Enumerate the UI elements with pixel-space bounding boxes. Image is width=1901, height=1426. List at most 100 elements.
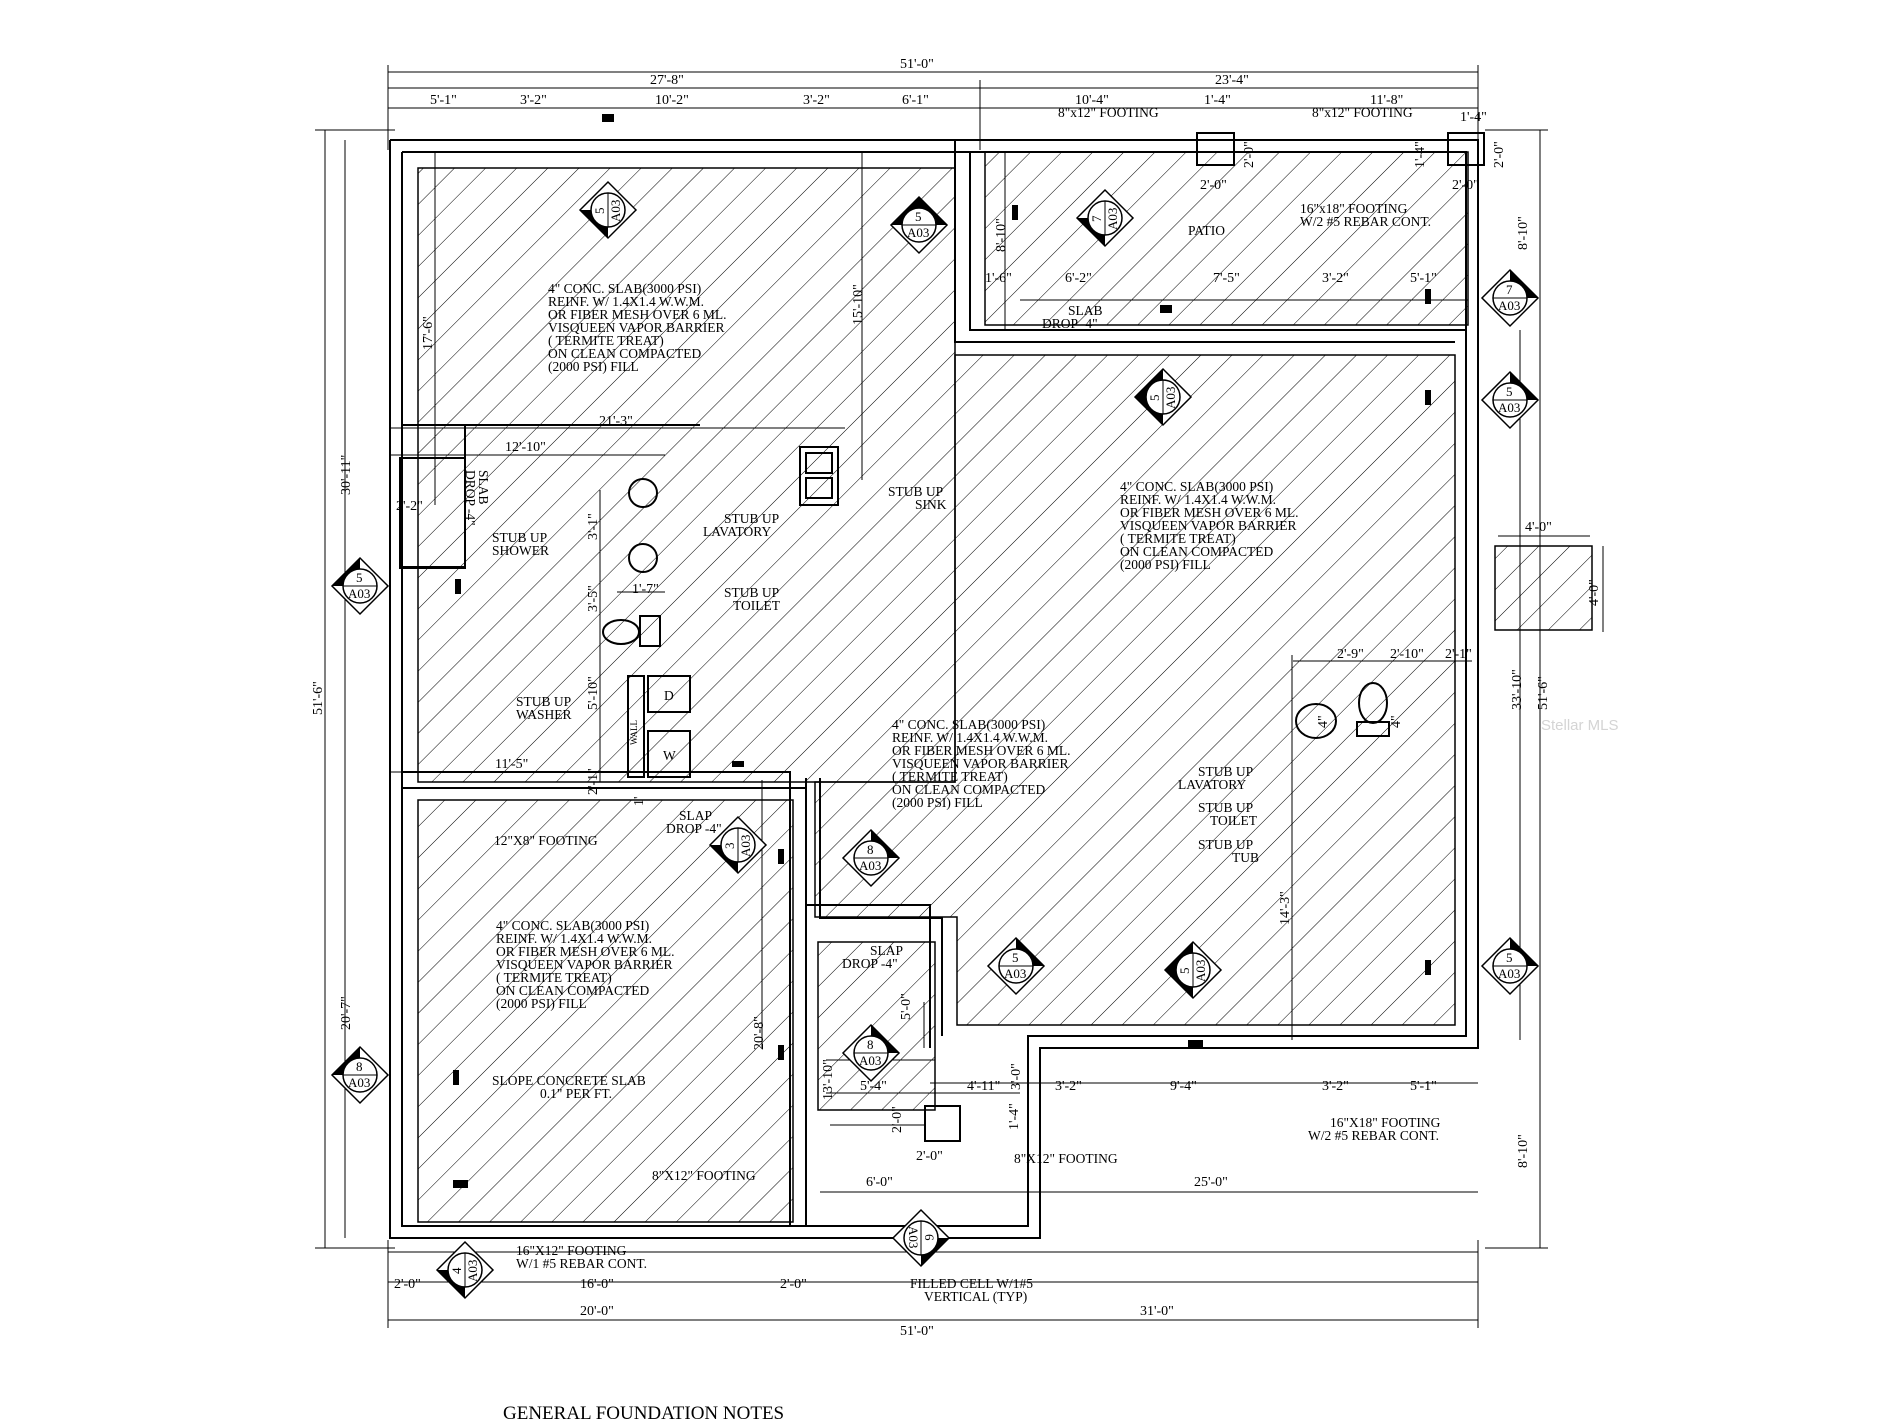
stub-label: STUB UP [724, 511, 779, 526]
dim-left: 51'-6" [311, 681, 326, 715]
section-num: 7 [1506, 282, 1513, 297]
slab-note-line: 4" CONC. SLAB(3000 PSI) [548, 281, 701, 296]
footing-label: 16"x18" FOOTING [1300, 201, 1408, 216]
slab-note-line: OR FIBER MESH OVER 6 ML. [496, 944, 675, 959]
slab-drop-label: SLAB [1068, 303, 1103, 318]
pad-dim: 2'-0" [1242, 141, 1257, 168]
slab-note-line: ( TERMITE TREAT) [548, 333, 664, 348]
slab-note-line: (2000 PSI) FILL [892, 795, 983, 810]
dim: 2'-1" [586, 768, 601, 795]
footing-label: 16"X18" FOOTING [1330, 1115, 1441, 1130]
footing-label: 8"x12" FOOTING [1058, 105, 1159, 120]
dim-top-seg: 5'-1" [430, 93, 457, 108]
stub-label: LAVATORY [1178, 777, 1247, 792]
slab-note-line: OR FIBER MESH OVER 6 ML. [1120, 505, 1299, 520]
detached-pier-pad [1494, 545, 1593, 631]
section-sheet: A03 [859, 858, 881, 873]
slab-hatch [417, 151, 1593, 1223]
section-sheet: A03 [906, 1226, 921, 1248]
dim-d-15-10: 15'-10" [851, 284, 866, 325]
slab-note-line: ON CLEAN COMPACTED [1120, 544, 1274, 559]
dim: 25'-0" [1194, 1175, 1228, 1190]
dim: 3'-0" [1009, 1063, 1024, 1090]
slap-drop-label: DROP -4" [842, 956, 898, 971]
section-sheet: A03 [1004, 966, 1026, 981]
stub-label: SHOWER [492, 543, 549, 558]
stub-label: STUB UP [516, 694, 571, 709]
dim-left: 30'-11" [339, 455, 354, 495]
section-tag: 6 A03 [891, 1208, 951, 1268]
section-tag: 5 A03 [1480, 370, 1540, 430]
interior-wall-b [969, 152, 1466, 331]
dim-bottom-row1: 9'-4" [1170, 1079, 1197, 1094]
dim-left: 17'-6" [421, 316, 436, 350]
interior-wall-f [819, 778, 943, 1036]
wall-label: WALL [629, 720, 639, 745]
dim: 4" [1389, 715, 1404, 728]
dim-right: 51'-6" [1536, 676, 1551, 710]
section-tag: 5 A03 [330, 556, 390, 616]
lavatory-1b [628, 543, 658, 573]
dim: 2'-1" [1445, 647, 1472, 662]
slab-note-line: VISQUEEN VAPOR BARRIER [892, 756, 1069, 771]
dim: 3'-5" [586, 585, 601, 612]
patio-label: PATIO [1188, 223, 1225, 238]
dim-top-right: 23'-4" [1215, 73, 1249, 88]
footing-label: W/2 #5 REBAR CONT. [1308, 1128, 1439, 1143]
dim: 1'-7" [632, 582, 659, 597]
section-sheet: A03 [1193, 960, 1208, 982]
stub-label: TUB [1232, 850, 1259, 865]
dim-right: 33'-10" [1510, 669, 1525, 710]
section-sheet: A03 [859, 1053, 881, 1068]
dim-bottom: 2'-0" [394, 1277, 421, 1292]
dim: 20'-8" [752, 1016, 767, 1050]
slab-lower-left [417, 799, 794, 1223]
washer-box [647, 730, 691, 778]
top-dimensions: 51'-0" 27'-8" 23'-4" 5'-1" 3'-2" 10'-2" … [430, 57, 1403, 108]
footing-label: 8"X12" FOOTING [1014, 1151, 1118, 1166]
slab-note-line: (2000 PSI) FILL [548, 359, 639, 374]
dim-bottom: 20'-0" [580, 1304, 614, 1319]
slab-note-line: VISQUEEN VAPOR BARRIER [1120, 518, 1297, 533]
patio-area: 8"x12" FOOTING 8"x12" FOOTING 1'-4" 2'-0… [851, 105, 1507, 331]
dim-patio: 6'-2" [1065, 271, 1092, 286]
dim: 6'-0" [866, 1175, 893, 1190]
dim-d-8-10: 8'-10" [994, 218, 1009, 252]
washer-label: W [663, 748, 676, 763]
footing-label: 16"X12" FOOTING [516, 1243, 627, 1258]
section-num: 5 [1012, 950, 1019, 965]
slap-drop-label: SLAP [870, 943, 903, 958]
section-tag: 5 A03 [889, 195, 949, 255]
section-sheet: A03 [1498, 298, 1520, 313]
pad-dim: 1'-4" [1007, 1103, 1022, 1130]
slap-drop-label: DROP -4" [666, 821, 722, 836]
slab-note-upper-left: 4" CONC. SLAB(3000 PSI) REINF. W/ 1.4X1.… [548, 281, 727, 374]
middle-lower-area: 12"X8" FOOTING SLAP DROP -4" SLAP DROP -… [492, 808, 1441, 1190]
slab-note-line: (2000 PSI) FILL [1120, 557, 1211, 572]
dim: 11'-5" [495, 757, 528, 772]
dim-top-left: 27'-8" [650, 73, 684, 88]
dim-bottom-row1: 3'-2" [1322, 1079, 1349, 1094]
pad-dim: 1'-4" [1413, 141, 1428, 168]
section-num: 5 [1506, 950, 1513, 965]
section-num: 8 [867, 1037, 874, 1052]
stub-label: WASHER [516, 707, 572, 722]
shower-box [399, 457, 466, 569]
section-sheet: A03 [348, 586, 370, 601]
dryer-label: D [664, 688, 674, 703]
toilet-bowl-1 [602, 619, 640, 645]
section-num: 4 [449, 1267, 464, 1274]
dim-patio: 5'-1" [1410, 271, 1437, 286]
section-tag: 7 A03 [1075, 188, 1135, 248]
slab-note-line: REINF. W/ 1.4X1.4 W.W.M. [892, 730, 1048, 745]
lavatory-1 [628, 478, 658, 508]
section-num: 8 [867, 842, 874, 857]
dim: 12'-10" [505, 440, 546, 455]
section-num: 5 [1177, 968, 1192, 975]
footing-label: W/1 #5 REBAR CONT. [516, 1256, 647, 1271]
pad-dim: 1'-4" [1460, 110, 1487, 125]
slab-note-line: ON CLEAN COMPACTED [548, 346, 702, 361]
slab-lower-step [817, 941, 936, 1111]
slab-note-line: 4" CONC. SLAB(3000 PSI) [892, 717, 1045, 732]
